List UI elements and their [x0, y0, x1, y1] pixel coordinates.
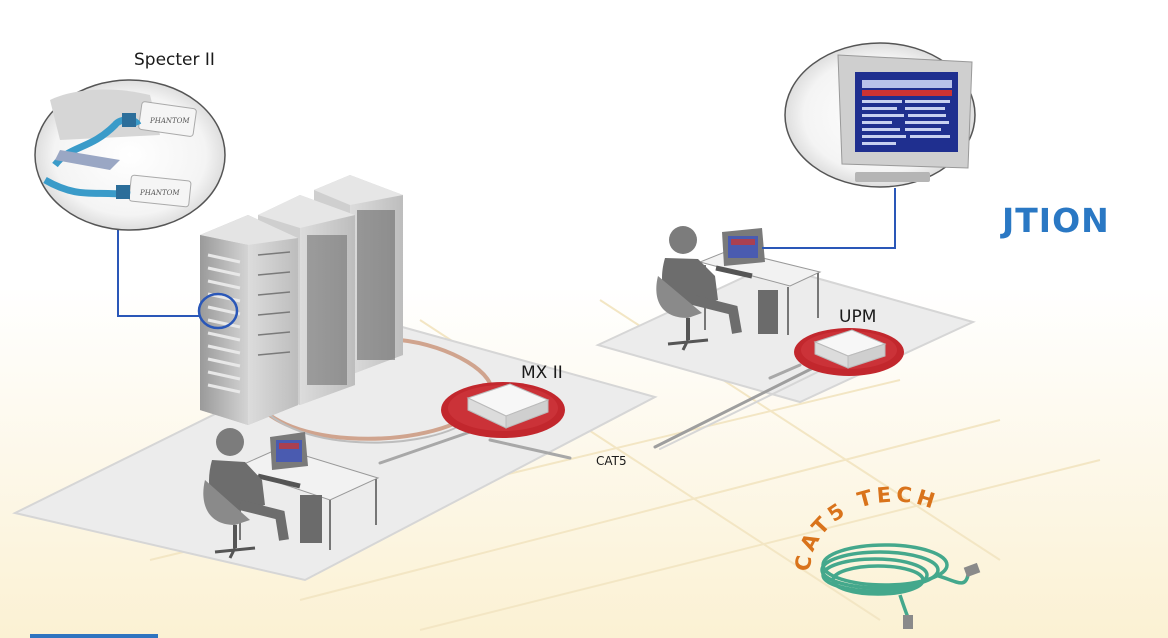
upm-label: UPM — [839, 307, 877, 327]
right-workstation — [656, 226, 822, 351]
phantom-text-top: PHANTOM — [149, 117, 190, 125]
specter-ii-label: Specter II — [134, 50, 215, 70]
server-racks — [197, 175, 403, 425]
upm-device — [794, 328, 904, 376]
cat5-label: CAT5 — [596, 454, 627, 468]
phantom-text-bottom: PHANTOM — [139, 189, 180, 197]
cat5-cable — [378, 360, 831, 465]
bottom-accent-bar — [30, 634, 158, 638]
mx-ii-switch — [441, 382, 565, 438]
cat5-tech-logo: CAT5 TECH — [790, 482, 981, 629]
monitor-inset — [784, 42, 976, 188]
specter-link-line — [117, 228, 199, 317]
specter-ii-inset: PHANTOM PHANTOM — [34, 79, 226, 231]
specter-location-marker — [197, 292, 239, 330]
left-workstation — [203, 428, 380, 559]
brand-heading-fragment: JTION — [1002, 201, 1110, 240]
mx-ii-label: MX II — [521, 363, 563, 383]
monitor-link-line — [762, 188, 896, 249]
